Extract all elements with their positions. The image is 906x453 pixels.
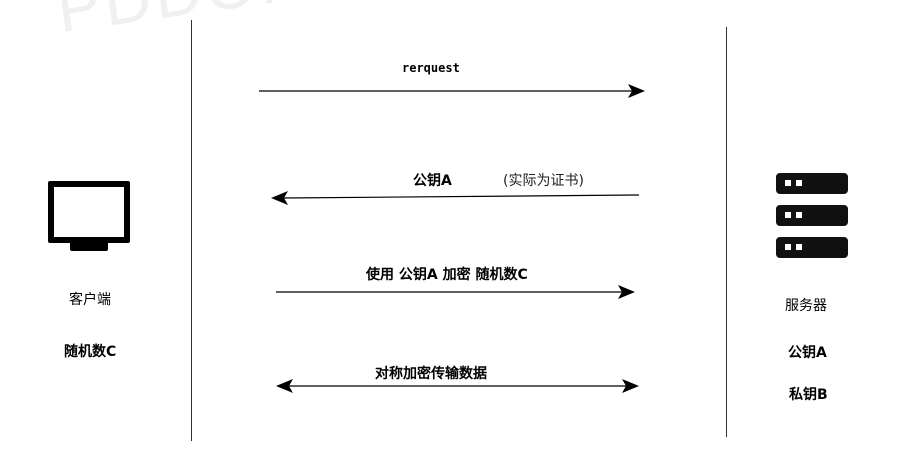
message-request: rerquest bbox=[402, 61, 460, 75]
arrowhead bbox=[271, 191, 288, 205]
monitor-screen bbox=[48, 181, 130, 243]
message-public-key: 公钥A bbox=[413, 173, 452, 189]
server-unit bbox=[776, 173, 848, 194]
message-symmetric-data: 对称加密传输数据 bbox=[375, 366, 487, 382]
monitor-stand bbox=[70, 243, 108, 251]
message-public-key-note: (实际为证书) bbox=[503, 173, 584, 189]
client-lifeline bbox=[191, 20, 192, 441]
message-encrypted-secret: 使用 公钥A 加密 随机数C bbox=[366, 267, 528, 283]
server-unit bbox=[776, 237, 848, 258]
server-key-public: 公钥A bbox=[788, 345, 827, 361]
arrowhead bbox=[276, 379, 293, 393]
arrow-public-key bbox=[283, 194, 640, 199]
arrowhead bbox=[628, 84, 645, 98]
client-label: 客户端 bbox=[69, 292, 111, 308]
server-key-private: 私钥B bbox=[789, 387, 828, 403]
server-lifeline bbox=[726, 27, 727, 437]
server-label: 服务器 bbox=[785, 298, 827, 314]
arrowhead bbox=[618, 285, 635, 299]
arrowhead bbox=[622, 379, 639, 393]
server-unit bbox=[776, 205, 848, 226]
client-secret: 随机数C bbox=[64, 344, 117, 360]
